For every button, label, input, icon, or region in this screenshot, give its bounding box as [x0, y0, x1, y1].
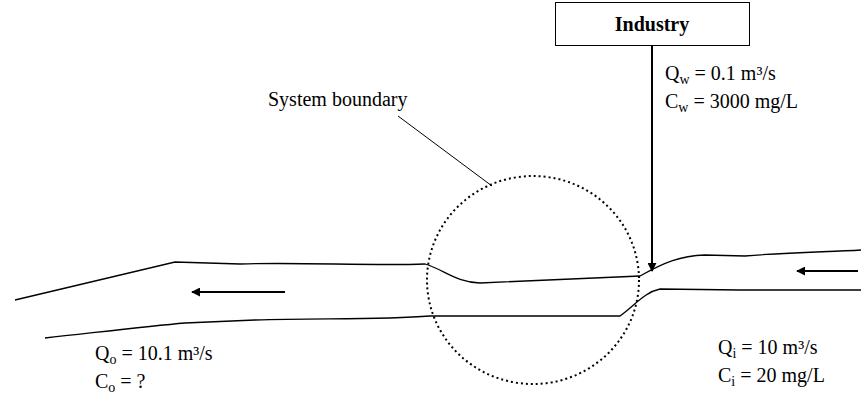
flow-arrow	[797, 270, 858, 272]
river-bank	[45, 289, 861, 338]
flow-quantity: Cw = 3000 mg/L	[663, 90, 800, 119]
leader-line	[398, 116, 492, 186]
flow-arrow	[192, 291, 285, 293]
river-bank	[15, 250, 861, 300]
flow-quantity: Co = ?	[93, 370, 148, 399]
box-label: Industry	[615, 13, 689, 36]
flow-quantity: Qw = 0.1 m³/s	[663, 62, 778, 91]
flow-quantity: Qo = 10.1 m³/s	[93, 342, 215, 371]
system-boundary	[427, 176, 639, 384]
waste-flow-arrow	[651, 46, 653, 271]
boundary-label: System boundary	[266, 88, 409, 111]
process-box: Industry	[555, 2, 750, 46]
flow-quantity: Ci = 20 mg/L	[716, 364, 827, 393]
flow-quantity: Qi = 10 m³/s	[716, 336, 820, 365]
